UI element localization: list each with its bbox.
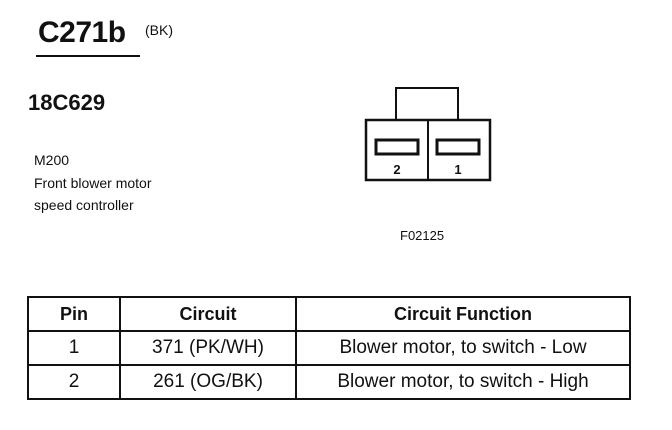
header-pin: Pin xyxy=(27,296,121,332)
cell-function: Blower motor, to switch - High xyxy=(295,364,631,400)
connector-face-diagram: 2 1 xyxy=(364,87,492,182)
pin-cavity-1 xyxy=(435,138,481,156)
component-code: M200 xyxy=(34,152,70,168)
figure-code: F02125 xyxy=(400,228,445,243)
cell-pin: 2 xyxy=(27,364,121,400)
connector-lock-tab xyxy=(395,87,459,123)
connector-id: C271b xyxy=(38,16,126,49)
pinout-table: Pin Circuit Circuit Function 1 371 (PK/W… xyxy=(27,296,631,400)
table-row: 1 371 (PK/WH) Blower motor, to switch - … xyxy=(27,330,631,366)
header-circuit-function: Circuit Function xyxy=(295,296,631,332)
pin-label-1: 1 xyxy=(454,162,461,177)
cell-function: Blower motor, to switch - Low xyxy=(295,330,631,366)
component-description-line1: Front blower motor xyxy=(34,175,152,191)
cell-circuit: 261 (OG/BK) xyxy=(119,364,297,400)
table-row: 2 261 (OG/BK) Blower motor, to switch - … xyxy=(27,364,631,400)
cell-circuit: 371 (PK/WH) xyxy=(119,330,297,366)
cell-pin: 1 xyxy=(27,330,121,366)
header-circuit: Circuit xyxy=(119,296,297,332)
pin-cavity-2 xyxy=(374,138,420,156)
pin-label-2: 2 xyxy=(393,162,400,177)
component-description-line2: speed controller xyxy=(34,197,134,213)
table-header-row: Pin Circuit Circuit Function xyxy=(27,296,631,332)
part-number: 18C629 xyxy=(28,90,106,115)
title-underline xyxy=(36,55,140,57)
connector-color-code: (BK) xyxy=(145,22,173,38)
